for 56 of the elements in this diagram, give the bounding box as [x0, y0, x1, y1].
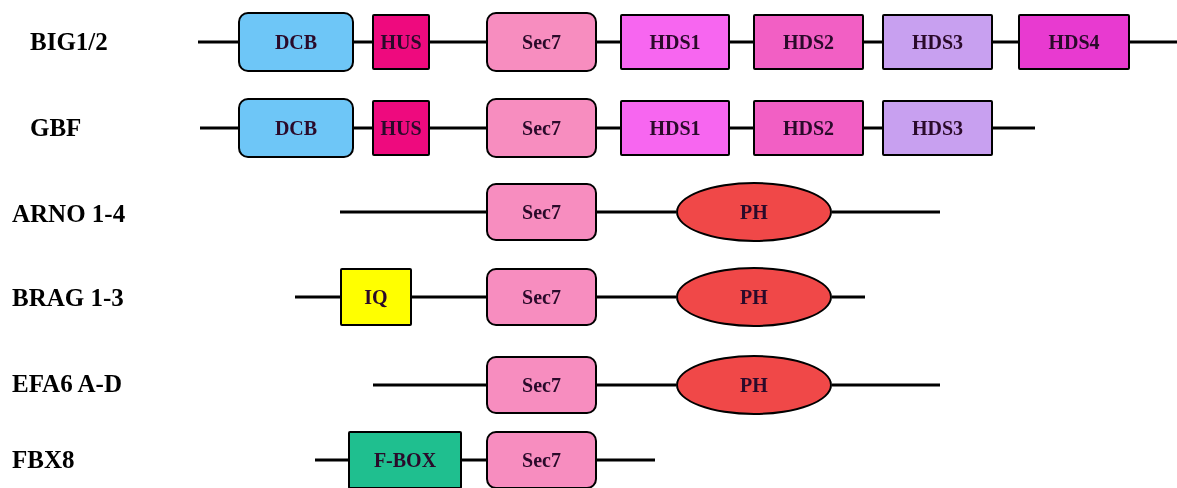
- backbone-line: [412, 295, 486, 299]
- backbone-line: [730, 126, 753, 130]
- domain-box: Sec7: [486, 183, 597, 241]
- backbone-line: [354, 126, 372, 130]
- backbone-line: [1130, 40, 1177, 44]
- domain-box: IQ: [340, 268, 412, 326]
- domain-box: DCB: [238, 12, 354, 72]
- domain-ellipse: PH: [676, 267, 832, 327]
- backbone-line: [864, 126, 882, 130]
- backbone-line: [597, 126, 620, 130]
- backbone-line: [597, 40, 620, 44]
- protein-name: EFA6 A-D: [12, 370, 122, 398]
- backbone-line: [597, 295, 676, 299]
- backbone-line: [832, 210, 940, 214]
- backbone-line: [993, 126, 1035, 130]
- domain-box: Sec7: [486, 431, 597, 488]
- backbone-line: [597, 383, 676, 387]
- backbone-line: [597, 458, 655, 462]
- backbone-line: [295, 295, 340, 299]
- backbone-line: [200, 126, 238, 130]
- domain-box: HDS1: [620, 100, 730, 156]
- protein-name: BIG1/2: [30, 28, 108, 56]
- domain-ellipse: PH: [676, 355, 832, 415]
- backbone-line: [832, 295, 865, 299]
- protein-name: ARNO 1-4: [12, 200, 126, 228]
- domain-box: HDS2: [753, 14, 864, 70]
- domain-box: Sec7: [486, 268, 597, 326]
- domain-box: HDS4: [1018, 14, 1130, 70]
- backbone-line: [198, 40, 238, 44]
- domain-box: F-BOX: [348, 431, 462, 488]
- domain-box: HDS1: [620, 14, 730, 70]
- backbone-line: [730, 40, 753, 44]
- domain-box: HDS2: [753, 100, 864, 156]
- backbone-line: [373, 383, 486, 387]
- protein-name: GBF: [30, 114, 82, 142]
- backbone-line: [315, 458, 348, 462]
- domain-box: HUS: [372, 100, 430, 156]
- backbone-line: [430, 126, 486, 130]
- backbone-line: [430, 40, 486, 44]
- domain-ellipse: PH: [676, 182, 832, 242]
- domain-box: DCB: [238, 98, 354, 158]
- protein-name: FBX8: [12, 446, 75, 474]
- backbone-line: [354, 40, 372, 44]
- domain-box: HUS: [372, 14, 430, 70]
- domain-box: HDS3: [882, 14, 993, 70]
- backbone-line: [597, 210, 676, 214]
- backbone-line: [462, 458, 486, 462]
- backbone-line: [340, 210, 486, 214]
- protein-name: BRAG 1-3: [12, 284, 124, 312]
- domain-box: Sec7: [486, 356, 597, 414]
- domain-box: HDS3: [882, 100, 993, 156]
- backbone-line: [993, 40, 1018, 44]
- backbone-line: [832, 383, 940, 387]
- domain-box: Sec7: [486, 12, 597, 72]
- backbone-line: [864, 40, 882, 44]
- domain-box: Sec7: [486, 98, 597, 158]
